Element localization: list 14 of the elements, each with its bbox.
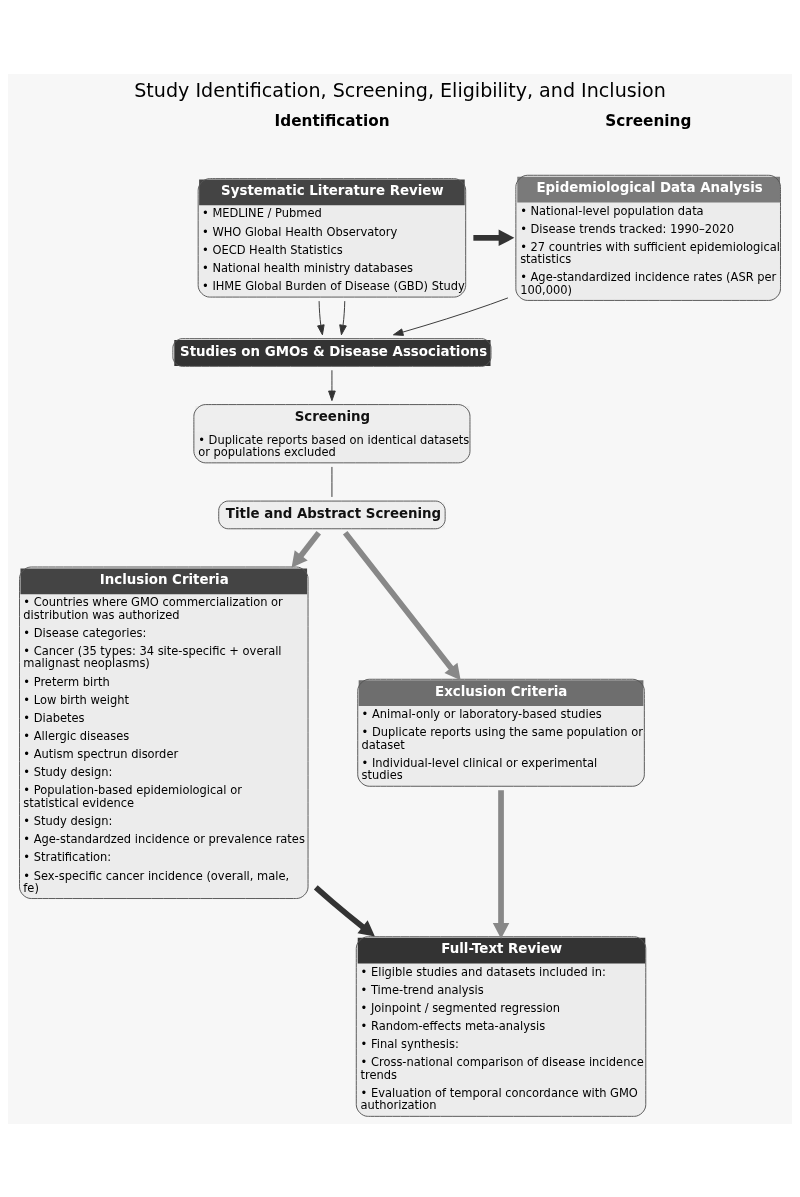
label: Identification [274, 111, 390, 130]
arrow [317, 300, 325, 335]
arrow [291, 530, 321, 568]
arrow [342, 530, 461, 680]
diagram-title: Study Identification, Screening, Eligibility, and Inclusion [134, 78, 666, 102]
arrow [328, 369, 336, 401]
arrow [473, 229, 515, 246]
arrow [339, 300, 347, 335]
arrow [313, 884, 375, 936]
node-text: Title and Abstract Screening [225, 505, 442, 521]
arrow [392, 296, 509, 336]
label: Screening [605, 111, 692, 130]
connector [331, 465, 333, 497]
arrow [492, 789, 510, 939]
